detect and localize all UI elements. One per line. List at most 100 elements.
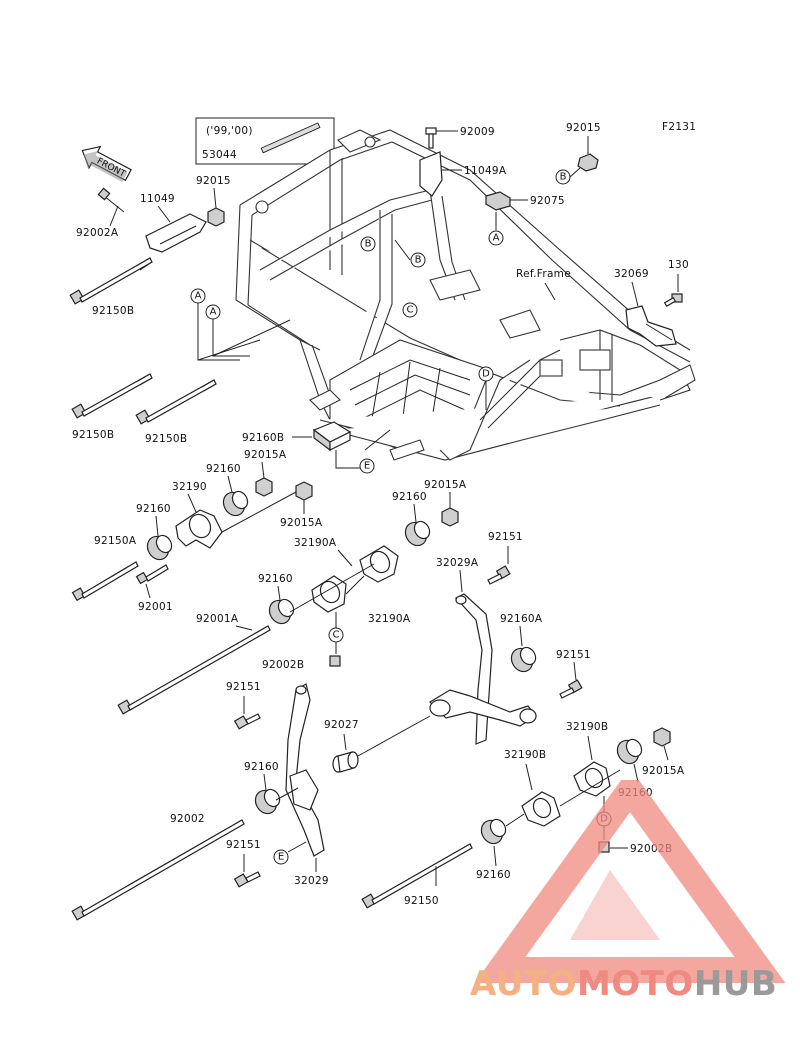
svg-text:B: B [415,255,422,266]
callout-b-frame-1: B [360,236,376,252]
svg-text:C: C [333,630,340,641]
part-92015a-nut-a: 92015A [244,449,287,497]
part-92015-nut-left: 92015 [196,175,231,227]
part-92160b-pad: 92160B [242,421,352,452]
part-130-bolt: 130 [663,259,689,308]
part-92002a-bolt: 92002A [76,187,125,239]
part-32029-bracket: 32029 [285,683,329,887]
part-92160a: 92160A [500,613,543,625]
part-32190b-a: 32190B [566,721,608,733]
part-92150b-c: 92150B [145,433,187,445]
part-32190-bracket: 32190 [172,481,223,549]
svg-text:A: A [210,307,217,318]
part-92160-mount-d: 92160 [258,573,295,625]
part-32069-bracket: 32069 [614,268,677,347]
part-11049a: 11049A [464,165,507,177]
svg-text:A: A [195,291,202,302]
part-92151-a: 92151 [488,531,523,543]
part-92027-spacer: 92027 [324,715,431,773]
part-92015a-nut-b: 92015A [221,481,323,533]
part-32190a-bracket-a: 32190A 32190A [294,537,411,625]
part-92150: 92150 [404,895,439,907]
part-92002-bolt: 92002 [71,787,299,921]
part-92160-mount-g: 92160 [476,813,525,881]
part-92001: 92001 [138,601,173,613]
part-92160b: 92160B [242,432,284,444]
front-arrow-icon: FRONT [81,145,132,183]
part-32029: 32029 [294,875,329,887]
callout-b-frame-2: B [394,239,426,268]
callout-e-low: E [273,841,307,865]
svg-text:B: B [560,172,567,183]
automotohub-watermark: AUTOMOTOHUB [460,767,800,1010]
part-92009: 92009 [460,126,495,138]
callout-c-mid: C [328,612,344,654]
part-92151-c: 92151 [226,681,261,693]
part-32190a-b: 32190A [368,613,411,625]
part-92150b-a: 92150B [92,305,134,317]
part-92002b-a: 92002B [262,659,304,671]
part-92160-d: 92160 [258,573,293,585]
part-92150b-bolt-top: 92150B [69,257,153,317]
part-92151-d: 92151 [226,839,261,851]
callout-a-left-2: A [205,304,291,357]
callout-b-top: B [555,167,581,185]
part-92160-c: 92160 [392,491,427,503]
part-92015a-a: 92015A [244,449,287,461]
part-92150a-bolt: 92150A [71,535,139,602]
part-92160-mount-e: 92160 [244,761,281,815]
part-92001-bolt: 92001 [135,564,173,613]
part-11049: 11049 [140,193,175,205]
part-92015-top: 92015 [566,122,601,134]
part-92150b-bolt-mid-1: 92150B [71,373,153,441]
part-11049a-bracket: 11049A [419,151,507,197]
part-92151-b: 92151 [556,649,591,661]
watermark-hub: HUB [694,964,777,1004]
part-130: 130 [668,259,689,271]
part-92160-e: 92160 [244,761,279,773]
part-92150-bolt: 92150 [361,843,473,909]
part-32190a-a: 32190A [294,537,337,549]
part-92160-mount-c: 92160 [392,491,431,547]
svg-text:D: D [482,369,490,380]
part-92075: 92075 [530,195,565,207]
part-92075-pad: 92075 [485,191,565,230]
watermark-moto: MOTO [577,964,694,1004]
part-92160-mount-a: 92160 [206,463,249,517]
part-92151-bolt-c: 92151 [226,681,261,730]
part-92015a-b: 92015A [280,517,323,529]
watermark-auto: AUTO [470,964,577,1004]
watermark-logo-icon: AUTOMOTOHUB [470,767,786,1004]
part-92027: 92027 [324,719,359,731]
part-32029a-bracket: 32029A [429,557,537,745]
part-92160-mount-b: 92160 [136,503,173,561]
part-92151-bolt-a: 92151 [487,531,523,585]
part-92015a-c: 92015A [424,479,467,491]
part-92009-bolt: 92009 [425,126,495,149]
part-32029a: 32029A [436,557,479,569]
part-92150b-b: 92150B [72,429,114,441]
part-92015a-nut-c: 92015A [424,479,467,527]
figure-id: F2131 [662,121,696,133]
svg-text:B: B [365,239,372,250]
part-32069: 32069 [614,268,649,280]
part-92151-bolt-b: 92151 [556,649,591,699]
part-92002: 92002 [170,813,205,825]
part-92015-left: 92015 [196,175,231,187]
part-92002b-bolt-a: 92002B [262,655,341,671]
part-53044: 53044 [202,149,237,161]
svg-text:E: E [364,461,370,472]
svg-text:C: C [407,305,414,316]
part-32190b-bracket-a: 32190B [566,721,611,797]
part-92015-nut-top: 92015 [566,122,601,172]
callout-d-frame: D [478,366,494,410]
part-92002a: 92002A [76,227,119,239]
ref-frame-label: Ref.Frame [516,268,571,280]
year-note-box: ('99,'00) 53044 [195,117,335,165]
part-92015a-nut-d: 92015A [642,727,685,777]
part-92160-g: 92160 [476,869,511,881]
part-92001a-bolt: 92001A [117,563,375,715]
callout-a-top: A [488,230,504,246]
